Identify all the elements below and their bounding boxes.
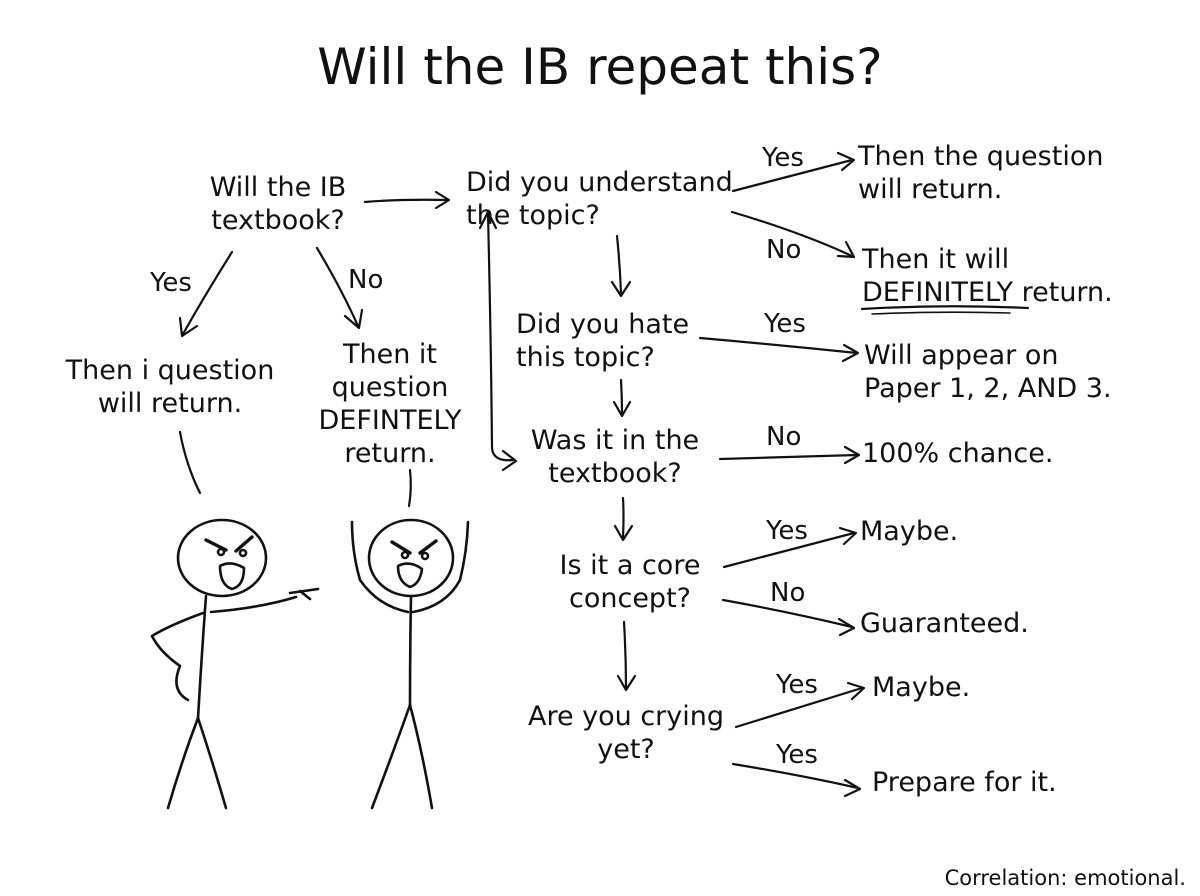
arrow-hate-yes bbox=[700, 338, 858, 361]
label-hate-yes: Yes bbox=[764, 309, 806, 339]
node-100-chance: 100% chance. bbox=[862, 437, 1053, 470]
label-textbook-no: No bbox=[348, 265, 383, 295]
label-understand-yes: Yes bbox=[762, 143, 804, 173]
speech-line-left bbox=[180, 432, 200, 493]
label-understand-no: No bbox=[766, 235, 801, 265]
node-guaranteed: Guaranteed. bbox=[860, 607, 1029, 640]
node-crying: Are you crying yet? bbox=[516, 700, 736, 766]
speech-line-right bbox=[409, 470, 411, 506]
definitely-prefix: Then it will bbox=[862, 244, 1009, 275]
node-maybe-crying: Maybe. bbox=[872, 671, 970, 704]
footer-note: Correlation: emotional. bbox=[945, 866, 1186, 890]
arrow-understand-to-hate bbox=[612, 236, 630, 296]
label-textbook-yes: Yes bbox=[150, 268, 192, 298]
node-understand-topic: Did you understand the topic? bbox=[466, 166, 733, 232]
definitely-suffix: return. bbox=[1022, 277, 1113, 308]
node-ib-textbook: Will the IB textbook? bbox=[178, 171, 378, 237]
arrow-hate-to-textbook bbox=[614, 380, 630, 416]
node-in-textbook: Was it in the textbook? bbox=[510, 424, 720, 490]
arrow-textbook-to-core bbox=[615, 498, 632, 540]
node-core-concept: Is it a core concept? bbox=[540, 549, 720, 615]
node-question-will-return: Then the question will return. bbox=[858, 140, 1103, 206]
label-crying-yes-2: Yes bbox=[776, 740, 818, 770]
arrow-core-to-crying bbox=[618, 622, 635, 690]
stick-figure-arms-up bbox=[352, 520, 468, 808]
node-maybe-core: Maybe. bbox=[860, 515, 958, 548]
label-crying-yes-1: Yes bbox=[776, 670, 818, 700]
definitely-word: DEFINITELY bbox=[862, 277, 1013, 308]
diagram-title: Will the IB repeat this? bbox=[0, 38, 1200, 96]
node-prepare: Prepare for it. bbox=[872, 766, 1057, 799]
label-core-no: No bbox=[770, 578, 805, 608]
node-left-no-outcome: Then it question DEFINTELY return. bbox=[300, 338, 480, 470]
stick-figure-pointing bbox=[152, 520, 318, 808]
node-hate-topic: Did you hate this topic? bbox=[516, 308, 689, 374]
label-core-yes: Yes bbox=[766, 516, 808, 546]
label-in-textbook-no: No bbox=[766, 422, 801, 452]
node-paper-123: Will appear on Paper 1, 2, AND 3. bbox=[864, 339, 1112, 405]
node-left-yes-outcome: Then i question will return. bbox=[60, 354, 280, 420]
